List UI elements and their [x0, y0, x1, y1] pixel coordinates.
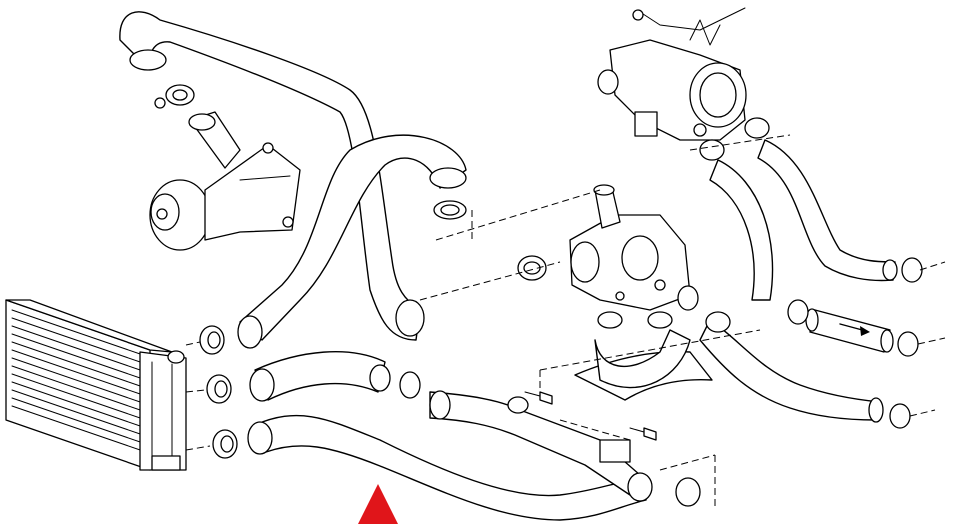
- bolts: [525, 392, 656, 440]
- radiator-top-hose-cuff: [238, 316, 262, 348]
- hose-clamps: [370, 118, 922, 506]
- pump-hose-clamp: [155, 85, 194, 108]
- throttle-coolant-hose-b: [758, 140, 895, 280]
- red-up-triangle-icon: [358, 484, 398, 524]
- bypass-hose: [806, 309, 893, 352]
- radiator-hose-clamps: [200, 326, 237, 458]
- throttle-coolant-hose-a: [710, 160, 773, 300]
- thermostat-housing: [570, 185, 690, 310]
- radiator-middle-hose: [255, 352, 385, 400]
- heater-u-hose: [595, 330, 690, 388]
- pump-outlet-hose: [240, 135, 466, 340]
- radiator: [6, 300, 186, 470]
- leader-lines: [186, 135, 945, 510]
- water-pump: [150, 112, 300, 250]
- upper-hose-end-cuff: [130, 50, 166, 70]
- throttle-body: [598, 8, 746, 140]
- lower-radiator-hose: [255, 416, 646, 520]
- upper-hose-lower-cuff: [396, 300, 424, 336]
- pump-elbow-cuff: [430, 168, 466, 188]
